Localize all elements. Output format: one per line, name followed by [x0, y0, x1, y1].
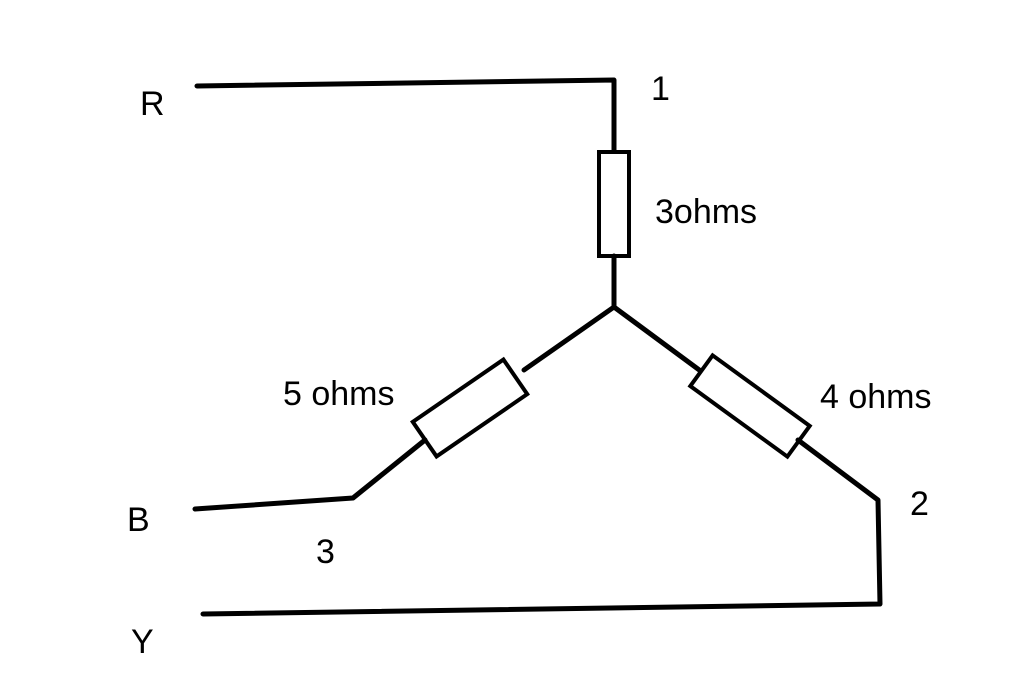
wire-center-to-resistor-5 — [521, 304, 617, 373]
node-label-2: 2 — [910, 485, 929, 523]
line-label-r: R — [140, 85, 165, 123]
wire-resistor-4-to-y — [200, 437, 883, 617]
resistor-3-ohms — [597, 150, 631, 258]
resistor-label-4-ohms: 4 ohms — [820, 378, 932, 416]
node-label-1: 1 — [651, 70, 670, 108]
resistor-5-ohms — [409, 356, 531, 460]
line-label-b: B — [127, 501, 150, 539]
resistor-label-5-ohms: 5 ohms — [283, 375, 395, 413]
line-label-y: Y — [131, 623, 154, 661]
wire-resistor-5-to-b — [192, 437, 428, 512]
node-label-3: 3 — [316, 533, 335, 571]
wire-center-to-resistor-4 — [611, 304, 705, 375]
resistor-label-3-ohms: 3ohms — [655, 193, 757, 231]
wire-r-to-node-1 — [194, 77, 617, 155]
resistor-4-ohms — [687, 352, 813, 460]
